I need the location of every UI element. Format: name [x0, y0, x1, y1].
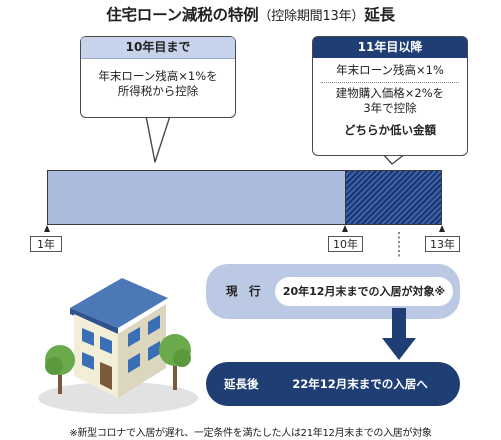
- title-sub: （控除期間13年）: [258, 9, 365, 24]
- callout-right-line1: 年末ローン残高×1%: [336, 63, 444, 77]
- extended-rule-pill: [206, 362, 460, 406]
- extended-rule-text: 22年12月末までの入居へ: [292, 377, 428, 391]
- current-rule-text: 20年12月末までの入居が対象※: [275, 277, 453, 306]
- extended-rule-label: 延長後: [224, 377, 259, 391]
- callout-years-11-13: 11年目以降 年末ローン残高×1% 建物購入価格×2%を 3年で控除 どちらか低…: [312, 36, 468, 156]
- callout-right-divider: [321, 82, 459, 83]
- callout-years-1-10: 10年目まで 年末ローン残高×1%を 所得税から控除: [80, 36, 236, 118]
- callout-right-line4: どちらか低い金額: [344, 123, 436, 137]
- timeline-bar-years-1-10: [47, 170, 345, 225]
- year-label-mid: 10年: [328, 236, 363, 252]
- year-label-end: 13年: [425, 236, 460, 252]
- current-rule-label: 現 行: [226, 284, 261, 298]
- page-title: 住宅ローン減税の特例（控除期間13年）延長: [0, 3, 501, 25]
- callout-left-line1: 年末ローン残高×1%を: [98, 69, 218, 83]
- callout-left-header: 10年目まで: [81, 37, 235, 59]
- title-suffix: 延長: [364, 6, 395, 24]
- timeline-bar-years-11-13: [345, 170, 442, 225]
- callout-right-line2: 建物購入価格×2%を: [335, 86, 445, 100]
- callout-right-line3: 3年で控除: [363, 101, 417, 115]
- callout-left-line2: 所得税から控除: [117, 84, 199, 98]
- title-main: 住宅ローン減税の特例: [106, 6, 259, 24]
- pointer-mask-right: [384, 152, 404, 155]
- callout-right-header: 11年目以降: [313, 37, 467, 58]
- pointer-mask-left: [147, 114, 169, 117]
- footnote: ※新型コロナで入居が遅れ、一定条件を満たした人は21年12月末までの入居が対象: [69, 428, 432, 439]
- year-label-start: 1年: [30, 236, 62, 252]
- callout-left-body: 年末ローン残高×1%を 所得税から控除: [81, 69, 235, 99]
- house-illustration: [38, 278, 198, 414]
